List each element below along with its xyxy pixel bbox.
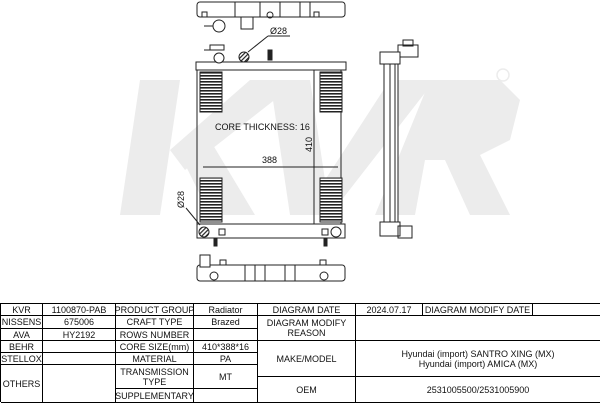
core-size-value: 410*388*16 (194, 341, 258, 353)
core-size-label: CORE SIZE(mm) (116, 341, 194, 353)
modify-date-label: DIAGRAM MODIFY DATE (423, 304, 533, 316)
diagram-date-label: DIAGRAM DATE (258, 304, 356, 316)
product-group-label: PRODUCT GROUP (116, 304, 194, 316)
stellox-label: STELLOX (1, 353, 43, 365)
stellox-value (43, 353, 116, 365)
core-thickness-label: CORE THICKNESS: 16 (215, 122, 310, 132)
make-model-value: Hyundai (import) SANTRO XING (MX) Hyunda… (356, 341, 600, 377)
width-dimension: 388 (262, 155, 277, 165)
supplementary-label: SUPPLEMENTARY (116, 389, 194, 403)
product-group-value: Radiator (194, 304, 258, 316)
radiator-core (195, 44, 347, 247)
upper-tank (196, 1, 346, 33)
material-value: PA (194, 353, 258, 365)
pipe-diameter-top: Ø28 (270, 26, 287, 36)
oem-label: OEM (258, 377, 356, 403)
transmission-value: MT (194, 365, 258, 389)
craft-type-value: Brazed (194, 316, 258, 329)
make-model-2: Hyundai (import) AMICA (MX) (418, 358, 538, 369)
others-label: OTHERS (1, 365, 43, 403)
side-view (379, 39, 419, 239)
craft-type-label: CRAFT TYPE (116, 316, 194, 329)
ava-value: HY2192 (43, 329, 116, 341)
modify-reason-value (356, 316, 600, 341)
modify-date-value (533, 304, 600, 316)
material-label: MATERIAL (116, 353, 194, 365)
supplementary-value (194, 389, 258, 403)
radiator-drawing: CORE THICKNESS: 16 388 410 Ø28 Ø28 (120, 1, 520, 282)
rows-number-value (194, 329, 258, 341)
transmission-label: TRANSMISSION TYPE (116, 365, 194, 389)
modify-reason-label: DIAGRAM MODIFY REASON (258, 316, 356, 341)
oem-value: 2531005500/2531005900 (356, 377, 600, 403)
height-dimension: 410 (304, 137, 314, 152)
make-model-1: Hyundai (import) SANTRO XING (MX) (401, 348, 555, 359)
kvr-label: KVR (1, 304, 43, 316)
pipe-diameter-bottom: Ø28 (176, 191, 186, 208)
spec-table: KVR 1100870-PAB PRODUCT GROUP Radiator D… (0, 303, 600, 403)
make-model-label: MAKE/MODEL (258, 341, 356, 377)
kvr-value: 1100870-PAB (43, 304, 116, 316)
lower-tank (196, 254, 346, 282)
ava-label: AVA (1, 329, 43, 341)
nissens-value: 675006 (43, 316, 116, 329)
behr-value (43, 341, 116, 353)
diagram-date-value: 2024.07.17 (356, 304, 423, 316)
rows-number-label: ROWS NUMBER (116, 329, 194, 341)
behr-label: BEHR (1, 341, 43, 353)
others-value (43, 365, 116, 403)
nissens-label: NISSENS (1, 316, 43, 329)
